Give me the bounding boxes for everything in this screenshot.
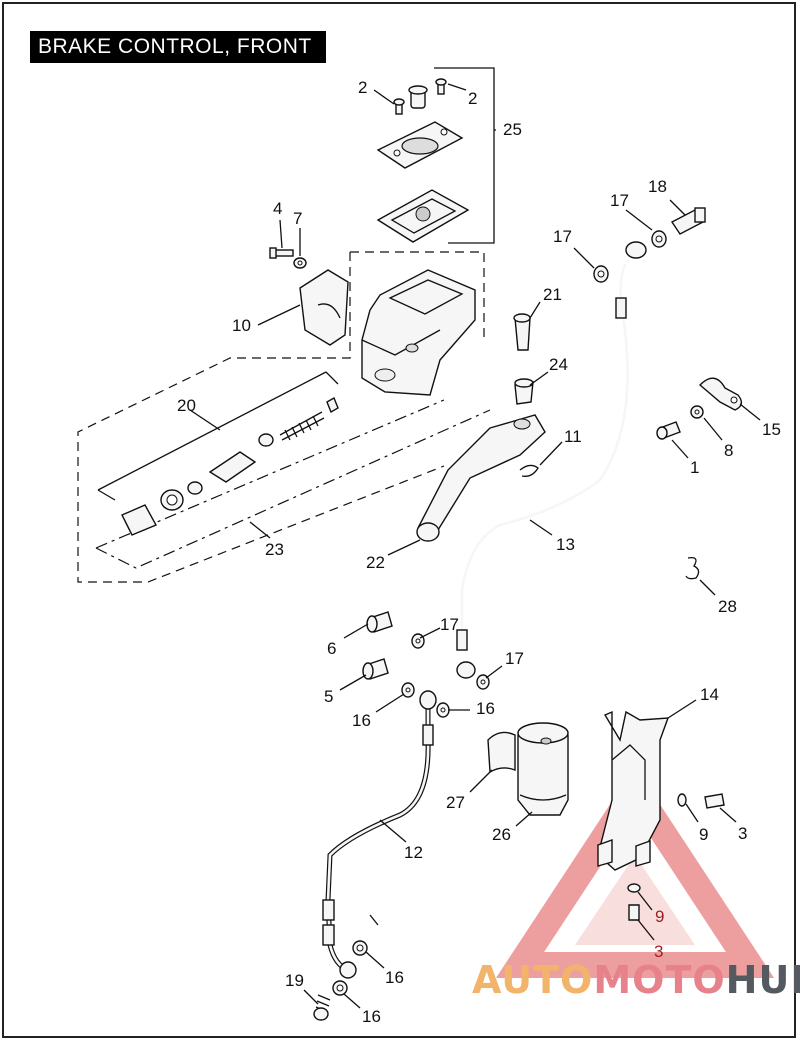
master-cylinder-body xyxy=(361,269,476,396)
screw-2-left xyxy=(393,98,405,115)
callout-12: 12 xyxy=(404,843,423,862)
washer-16 xyxy=(332,682,450,996)
callout-14: 14 xyxy=(700,685,719,704)
callout-2: 2 xyxy=(358,78,367,97)
callout-25: 25 xyxy=(503,120,522,139)
callout-16: 16 xyxy=(352,711,371,730)
callout-24: 24 xyxy=(549,355,568,374)
assembly-bracket-23 xyxy=(95,399,491,569)
callout-22: 22 xyxy=(366,553,385,572)
sleeve-27 xyxy=(487,731,516,774)
assembly-bracket-20 xyxy=(97,371,339,501)
screw-2-right xyxy=(435,78,447,95)
diaphragm-gasket xyxy=(376,189,470,243)
callout-6: 6 xyxy=(327,639,336,658)
washer-7 xyxy=(293,257,307,269)
bushing-24 xyxy=(514,378,534,405)
callout-15: 15 xyxy=(762,420,781,439)
callout-19: 19 xyxy=(285,971,304,990)
retaining-ring-11 xyxy=(519,464,539,477)
watermark-triangle xyxy=(495,766,775,978)
callout-16: 16 xyxy=(362,1007,381,1026)
callout-3: 3 xyxy=(738,824,747,843)
callout-17: 17 xyxy=(505,649,524,668)
callout-16: 16 xyxy=(385,968,404,987)
callout-5: 5 xyxy=(324,687,333,706)
callout-23: 23 xyxy=(265,540,284,559)
callout-28: 28 xyxy=(718,597,737,616)
screw-1 xyxy=(656,421,681,440)
callout-11: 11 xyxy=(564,427,582,446)
callout-21: 21 xyxy=(543,285,562,304)
brake-line-13 xyxy=(456,241,647,679)
callout-10: 10 xyxy=(232,316,251,335)
clamp-10 xyxy=(299,269,349,346)
brake-lever-22 xyxy=(416,414,546,542)
callout-13: 13 xyxy=(556,535,575,554)
leader-lines xyxy=(189,83,761,1009)
callout-17: 17 xyxy=(553,227,572,246)
callout-18: 18 xyxy=(648,177,667,196)
callout-3: 3 xyxy=(654,942,663,961)
callout-9: 9 xyxy=(655,907,664,926)
diagram-title: BRAKE CONTROL, FRONT xyxy=(30,31,326,63)
callout-17: 17 xyxy=(610,191,629,210)
washer-8 xyxy=(690,405,704,419)
clip-15 xyxy=(698,377,743,411)
banjo-bolt-6 xyxy=(366,611,393,633)
callout-26: 26 xyxy=(492,825,511,844)
screw-4 xyxy=(269,247,294,259)
assembly-bracket-25 xyxy=(434,67,495,244)
brake-line-12 xyxy=(322,690,437,979)
switch-26 xyxy=(517,722,569,816)
callout-4: 4 xyxy=(273,199,282,218)
sight-plug xyxy=(408,85,428,109)
pivot-pin-21 xyxy=(513,313,531,351)
washer-17-upper xyxy=(593,230,667,283)
screw-3-washer-9 xyxy=(627,793,725,921)
piston-kit xyxy=(121,396,339,536)
bracket-14 xyxy=(597,710,670,871)
banjo-bolt-18 xyxy=(670,207,706,235)
assembly-bracket-master-cylinder xyxy=(77,251,485,583)
callout-16: 16 xyxy=(476,699,495,718)
callout-7: 7 xyxy=(293,209,302,228)
callout-27: 27 xyxy=(446,793,465,812)
callout-17: 17 xyxy=(440,615,459,634)
reservoir-cover xyxy=(376,121,464,169)
callout-8: 8 xyxy=(724,441,733,460)
bleeder-19 xyxy=(313,994,331,1021)
banjo-bolt-5 xyxy=(362,658,389,680)
watermark-logo-text: AUTOMOTOHUB xyxy=(472,958,800,1002)
callout-1: 1 xyxy=(690,458,699,477)
callout-20: 20 xyxy=(177,396,196,415)
callout-9: 9 xyxy=(699,825,708,844)
callout-2: 2 xyxy=(468,89,477,108)
part-28 xyxy=(685,557,700,580)
callout-labels: 2 2 25 4 7 18 17 17 21 10 24 20 11 15 8 … xyxy=(177,78,781,1026)
washer-17-lower xyxy=(411,633,490,690)
